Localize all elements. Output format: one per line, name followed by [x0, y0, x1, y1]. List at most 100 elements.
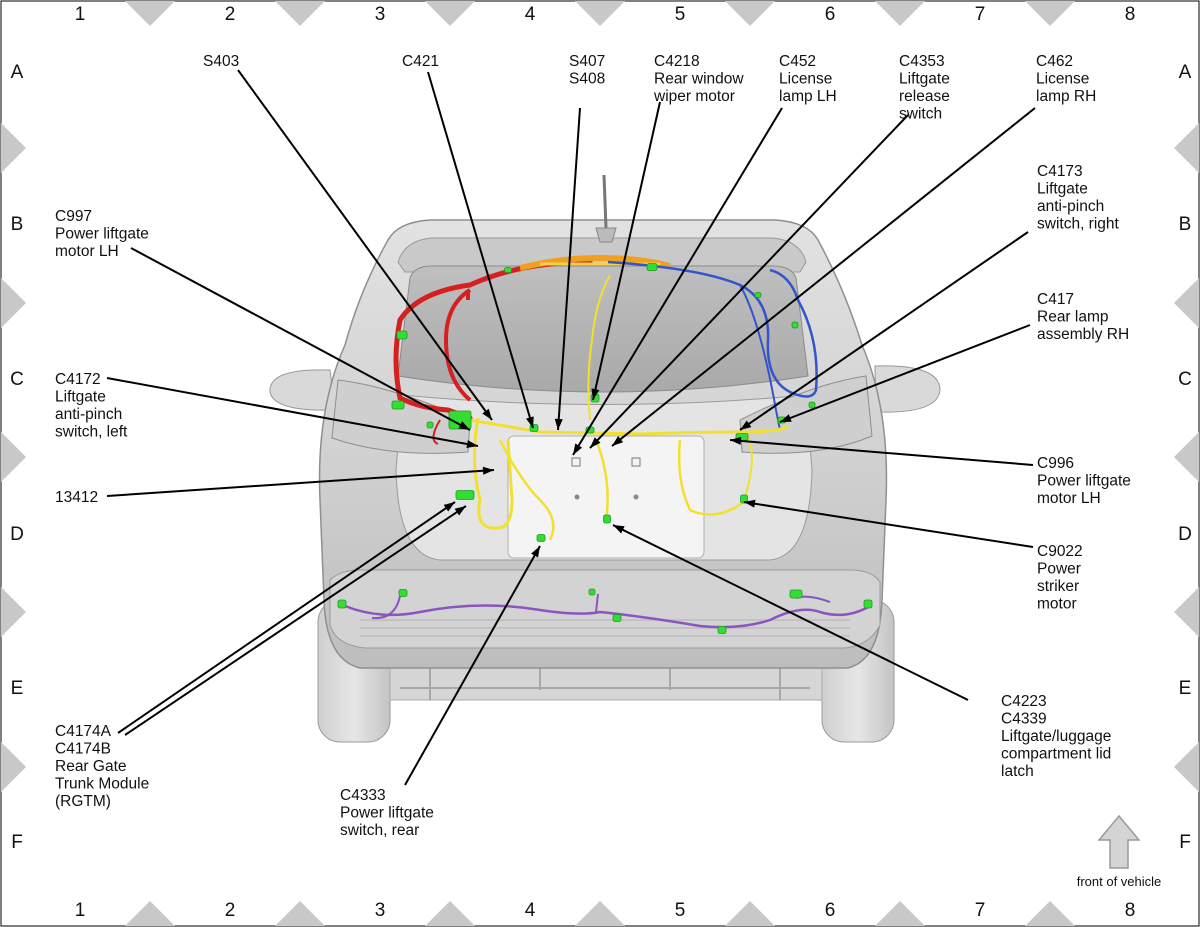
border-diamond: [1, 278, 26, 328]
leader-arrowhead: [526, 416, 534, 428]
grid-column-label: 7: [975, 4, 986, 25]
connectors: [337, 263, 873, 634]
antenna: [602, 174, 608, 229]
border-diamond: [1174, 123, 1199, 173]
border-diamond: [1174, 278, 1199, 328]
border-diamond: [1174, 432, 1199, 482]
callout-c417-line: C417: [1037, 291, 1074, 308]
callout-c9022-line: C9022: [1037, 543, 1083, 560]
border-diamond: [1, 742, 26, 792]
grid-column-label: 6: [825, 4, 836, 25]
leader-arrowhead: [613, 525, 625, 534]
border-diamond: [575, 901, 625, 926]
callout-s407-s408-line: S408: [569, 71, 605, 88]
front-arrow-icon: [1097, 814, 1141, 869]
leader-line: [404, 545, 541, 786]
leader-line: [589, 114, 909, 449]
grid-column-label: 3: [375, 4, 386, 25]
leader-arrowhead: [482, 466, 494, 475]
connector-marker: [808, 401, 816, 409]
border-diamond: [1, 432, 26, 482]
callout-c4172-line: C4172: [55, 371, 101, 388]
callout-c4333-line: switch, rear: [340, 822, 419, 839]
leader-arrowhead: [554, 418, 563, 430]
callout-c4223-line: C4223: [1001, 693, 1047, 710]
grid-column-label: 1: [75, 900, 86, 921]
callout-c421-line: C421: [402, 53, 439, 70]
leader-line: [729, 439, 1034, 466]
grid-row-label: C: [1178, 369, 1192, 390]
wiring-harness: [344, 254, 871, 629]
callout-c452-line: lamp LH: [779, 88, 837, 105]
grid-column-label: 8: [1125, 4, 1136, 25]
front-of-vehicle-indicator: front of vehicle: [1077, 814, 1161, 889]
leader-arrowhead: [531, 546, 540, 558]
leader-line: [130, 247, 471, 431]
callout-n13412-line: 13412: [55, 489, 98, 506]
callout-c4173-line: anti-pinch: [1037, 198, 1104, 215]
connector-marker: [536, 534, 546, 542]
callout-c4218-line: C4218: [654, 53, 700, 70]
border-diamond: [425, 901, 475, 926]
leader-arrowhead: [612, 436, 624, 446]
callout-c462-line: C462: [1036, 53, 1073, 70]
border-diamond: [275, 901, 325, 926]
border-diamond: [125, 901, 175, 926]
border-diamond: [425, 1, 475, 26]
callout-c452-line: C452: [779, 53, 816, 70]
connector-marker: [448, 410, 472, 430]
connector-marker: [863, 599, 873, 609]
callout-c4174-line: Rear Gate: [55, 758, 127, 775]
connector-marker: [791, 321, 799, 329]
leader-line: [739, 231, 1029, 431]
connector-marker: [396, 330, 408, 340]
connector-marker: [398, 589, 408, 597]
connector-marker: [455, 490, 475, 500]
border-diamond: [1025, 901, 1075, 926]
border-diamond: [1174, 587, 1199, 637]
connector-marker: [391, 400, 405, 410]
callout-c997-line: motor LH: [55, 243, 119, 260]
callout-c9022-line: Power: [1037, 561, 1081, 578]
grid-row-label: E: [1179, 678, 1192, 699]
callout-c4223-line: Liftgate/luggage: [1001, 728, 1111, 745]
vehicle-rear-view: [269, 174, 941, 743]
callout-c4173-line: C4173: [1037, 163, 1083, 180]
callout-c4174-line: C4174A: [55, 723, 112, 740]
grid-column-label: 8: [1125, 900, 1136, 921]
callout-c4172-line: Liftgate: [55, 389, 106, 406]
callout-c4333-line: C4333: [340, 787, 386, 804]
leader-line: [237, 69, 493, 421]
grid-row-label: A: [1179, 62, 1192, 83]
connector-marker: [754, 292, 762, 298]
callout-c452-line: License: [779, 71, 832, 88]
leader-line: [612, 524, 969, 701]
callout-c417-line: Rear lamp: [1037, 309, 1109, 326]
leader-line: [117, 501, 456, 734]
grid-row-label: E: [11, 678, 24, 699]
callout-c4173-line: Liftgate: [1037, 181, 1088, 198]
left-mirror: [269, 369, 336, 411]
border-diamond: [875, 901, 925, 926]
leader-arrowhead: [443, 502, 455, 512]
leader-arrowhead: [454, 506, 466, 516]
border-diamond: [1, 123, 26, 173]
callout-c996-line: Power liftgate: [1037, 473, 1131, 490]
leader-lines: [106, 69, 1036, 786]
leader-line: [106, 377, 479, 447]
border-diamond: [1025, 1, 1075, 26]
callout-c4223-line: latch: [1001, 763, 1034, 780]
leader-line: [557, 107, 581, 431]
border-diamond: [875, 1, 925, 26]
callout-c4353-line: release: [899, 88, 950, 105]
callout-c4353-line: switch: [899, 106, 942, 123]
leader-arrowhead: [458, 421, 470, 430]
callout-c997-line: C997: [55, 208, 92, 225]
leader-line: [743, 501, 1034, 548]
grid-row-label: D: [1178, 524, 1192, 545]
leader-arrowhead: [591, 388, 600, 400]
